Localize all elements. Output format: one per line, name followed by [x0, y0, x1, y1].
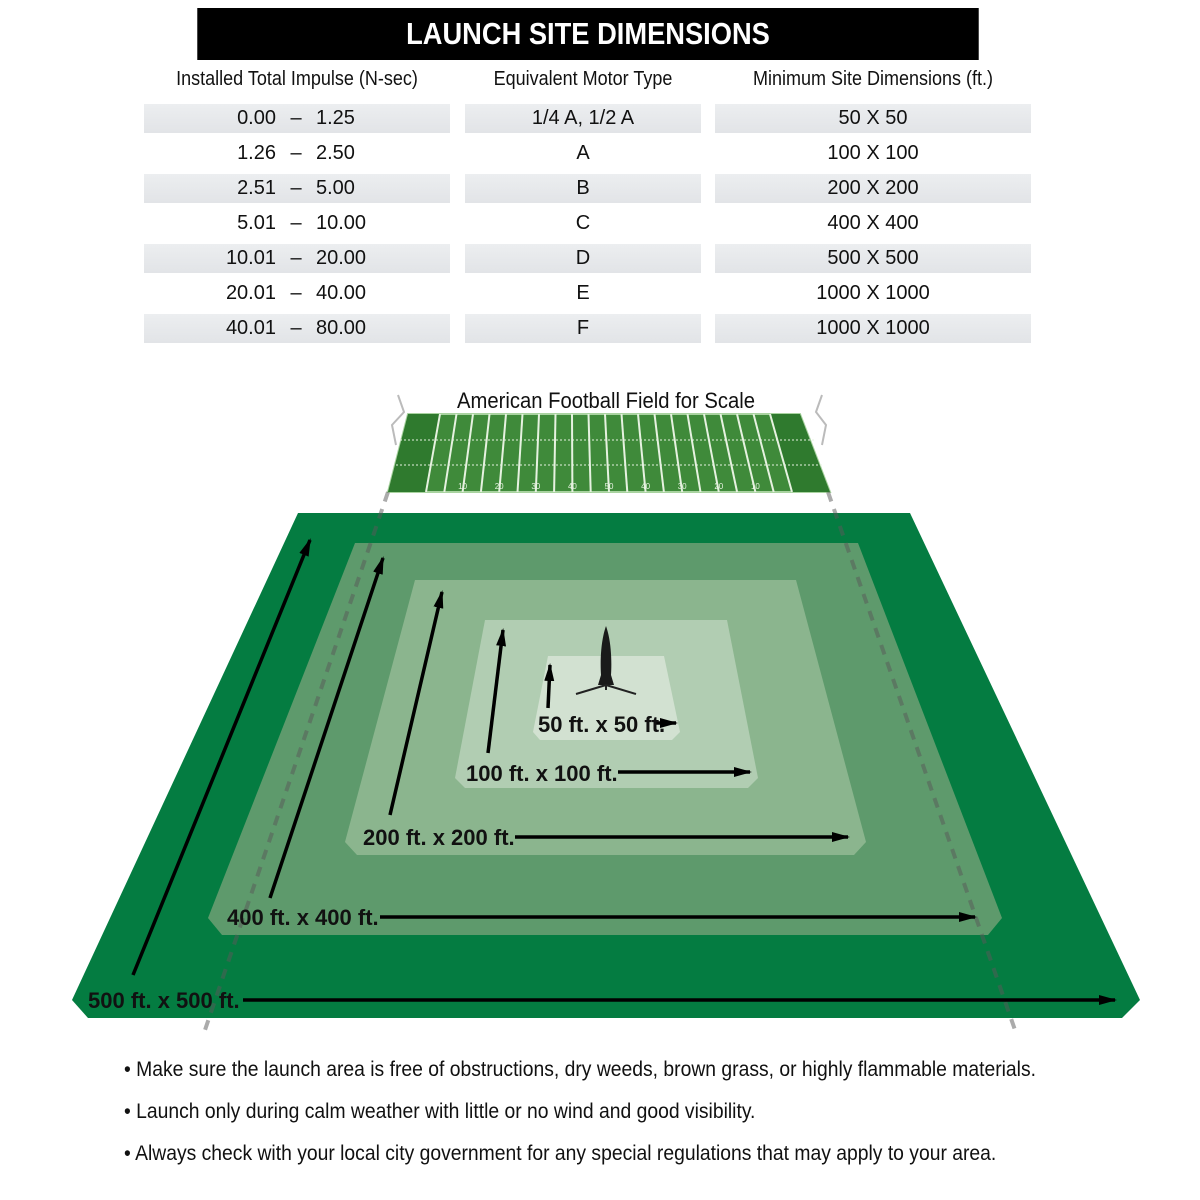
yard-line	[637, 413, 647, 493]
yard-line	[719, 413, 739, 493]
range-dash: –	[290, 317, 302, 339]
yard-line	[620, 413, 629, 493]
rocket-icon	[575, 626, 637, 695]
area-100-label: 100 ft. x 100 ft.	[466, 761, 618, 786]
yard-line	[670, 413, 684, 493]
yard-number: 30	[531, 482, 540, 491]
yard-line	[516, 413, 524, 493]
bullet-note: • Always check with your local city gove…	[124, 1142, 997, 1165]
table-cell-motor: D	[465, 244, 701, 273]
table-cell-motor: C	[575, 212, 591, 234]
safety-notes: • Make sure the launch area is free of o…	[124, 1058, 1115, 1184]
bullet-note: • Make sure the launch area is free of o…	[124, 1058, 1036, 1081]
arrow-100-depth	[486, 628, 507, 754]
range-dash: –	[290, 212, 302, 234]
area-50	[533, 656, 680, 740]
impulse-from: 5.01	[237, 212, 276, 234]
yard-number: 30	[678, 482, 687, 491]
page-title: LAUNCH SITE DIMENSIONS	[197, 8, 979, 60]
range-dash: –	[290, 282, 302, 304]
yard-line	[653, 413, 665, 493]
field-label: American Football Field for Scale	[457, 389, 755, 413]
table-cell-impulse: 2.51 – 5.00	[144, 174, 450, 203]
area-200-label: 200 ft. x 200 ft.	[363, 825, 515, 850]
table-cell-motor: B	[465, 174, 701, 203]
arrow-200-depth	[388, 590, 444, 816]
table-cell-impulse: 1.26 – 2.50	[144, 139, 450, 168]
yard-line	[769, 413, 793, 493]
table-cell-impulse: 20.01 – 40.00	[144, 279, 450, 308]
table-cell-motor: E	[576, 282, 590, 304]
yard-number: 40	[568, 482, 577, 491]
impulse-to: 40.00	[316, 282, 367, 304]
arrow-500-depth	[131, 538, 312, 976]
table-cell-impulse: 5.01 – 10.00	[144, 209, 450, 238]
bullet-note: • Launch only during calm weather with l…	[124, 1100, 756, 1123]
yard-number: 20	[495, 482, 504, 491]
header-motor: Equivalent Motor Type	[493, 68, 673, 90]
goal-post-right-icon	[814, 394, 828, 446]
football-field: 10 20 30 40 50 40 30 20 10	[386, 394, 832, 493]
table-cell-motor: A	[576, 142, 590, 164]
table-cell-site: 400 X 400	[827, 212, 919, 234]
table-cell-site: 500 X 500	[715, 244, 1031, 273]
impulse-to: 1.25	[316, 107, 355, 129]
range-dash: –	[290, 107, 302, 129]
impulse-to: 5.00	[316, 177, 355, 199]
area-500-label: 500 ft. x 500 ft.	[88, 988, 240, 1013]
area-400-label: 400 ft. x 400 ft.	[227, 905, 379, 930]
yard-line	[553, 413, 557, 493]
yard-line	[498, 413, 507, 493]
header-site: Minimum Site Dimensions (ft.)	[752, 68, 994, 90]
yard-line	[752, 413, 775, 493]
table-cell-impulse: 10.01 – 20.00	[144, 244, 450, 273]
impulse-from: 1.26	[237, 142, 276, 164]
yard-number: 20	[714, 482, 723, 491]
impulse-to: 80.00	[316, 317, 367, 339]
impulse-to: 20.00	[316, 247, 367, 269]
impulse-to: 2.50	[316, 142, 355, 164]
range-dash: –	[290, 142, 302, 164]
yard-number: 10	[751, 482, 760, 491]
yard-line	[587, 413, 592, 493]
impulse-to: 10.00	[316, 212, 367, 234]
arrow-50-depth	[544, 663, 555, 709]
yard-line	[443, 413, 458, 493]
yard-line	[604, 413, 610, 493]
goal-post-left-icon	[390, 394, 406, 446]
area-50-label: 50 ft. x 50 ft.	[538, 712, 665, 737]
impulse-from: 40.01	[225, 317, 276, 339]
yard-line	[479, 413, 491, 493]
table-cell-site: 100 X 100	[827, 142, 919, 164]
table-cell-impulse: 40.01 – 80.00	[144, 314, 450, 343]
table-cell-site: 50 X 50	[715, 104, 1031, 133]
yard-number: 50	[605, 482, 614, 491]
field-scale-line-left	[203, 491, 390, 1031]
impulse-from: 20.01	[225, 282, 276, 304]
table-cell-impulse: 0.00 – 1.25	[144, 104, 450, 133]
impulse-from: 10.01	[225, 247, 276, 269]
impulse-from: 0.00	[237, 107, 276, 129]
impulse-from: 2.51	[237, 177, 276, 199]
yard-line	[461, 413, 474, 493]
yard-line	[425, 413, 441, 493]
yard-number: 10	[458, 482, 467, 491]
table-cell-site: 1000 X 1000	[816, 282, 930, 304]
yard-line	[686, 413, 702, 493]
table-cell-motor: 1/4 A, 1/2 A	[465, 104, 701, 133]
arrow-400-depth	[268, 556, 385, 899]
range-dash: –	[290, 177, 302, 199]
yard-line	[534, 413, 540, 493]
range-dash: –	[290, 247, 302, 269]
yard-line	[703, 413, 720, 493]
header-impulse: Installed Total Impulse (N-sec)	[176, 68, 418, 90]
field-scale-line-right	[826, 491, 1017, 1031]
table-cell-motor: F	[465, 314, 701, 343]
yard-line	[736, 413, 757, 493]
table-cell-site: 200 X 200	[715, 174, 1031, 203]
table-cell-site: 1000 X 1000	[715, 314, 1031, 343]
yard-number: 40	[641, 482, 650, 491]
